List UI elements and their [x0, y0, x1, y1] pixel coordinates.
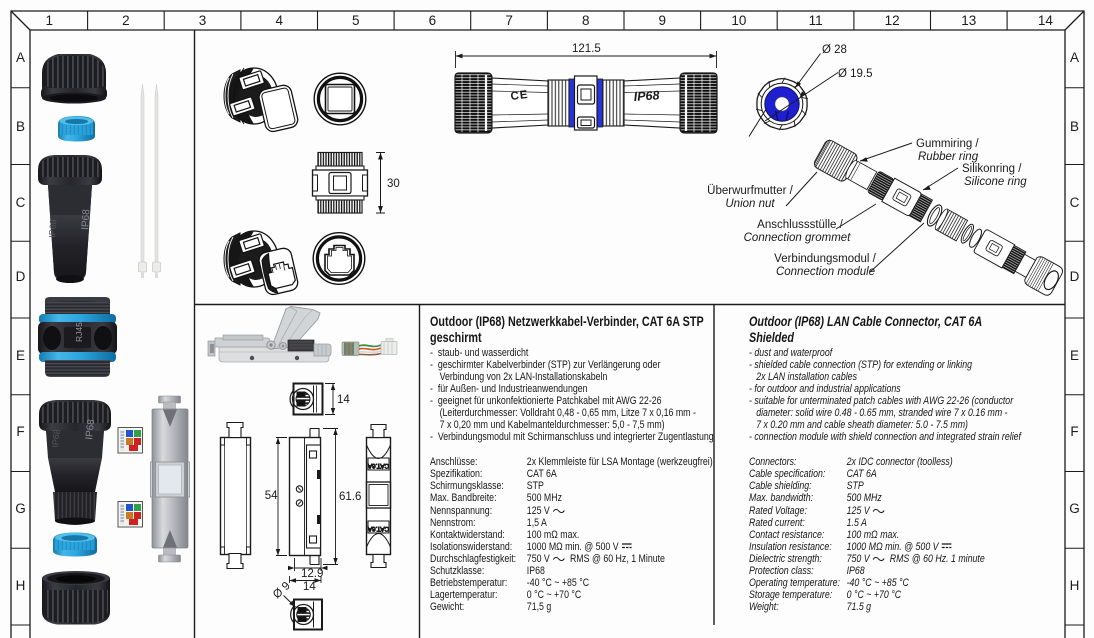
svg-text:Ø 28: Ø 28	[822, 44, 847, 56]
svg-text:CAT.6A: CAT.6A	[367, 525, 389, 532]
svg-text:CAT.6A: CAT.6A	[367, 462, 389, 469]
svg-text:8: 8	[582, 13, 590, 28]
svg-text:G: G	[1069, 501, 1080, 516]
svg-text:30: 30	[387, 178, 400, 190]
svg-text:Gummiring /: Gummiring /	[916, 138, 979, 150]
svg-text:IP68: IP68	[80, 208, 92, 230]
svg-text:F: F	[16, 424, 24, 439]
svg-text:E: E	[1070, 348, 1079, 363]
svg-text:2: 2	[122, 13, 130, 28]
svg-text:4: 4	[275, 13, 283, 28]
svg-text:Connection grommet: Connection grommet	[744, 232, 852, 244]
svg-text:Silicone ring: Silicone ring	[964, 176, 1027, 188]
svg-text:Union nut: Union nut	[725, 198, 775, 210]
svg-text:14: 14	[337, 394, 350, 406]
svg-text:A: A	[16, 50, 25, 65]
svg-text:14: 14	[303, 581, 316, 593]
svg-text:B: B	[16, 119, 25, 134]
svg-text:C: C	[1070, 195, 1080, 210]
svg-text:Überwurfmutter /: Überwurfmutter /	[707, 185, 793, 197]
svg-text:10: 10	[731, 13, 746, 28]
svg-text:7: 7	[505, 13, 513, 28]
svg-text:121.5: 121.5	[572, 43, 601, 55]
svg-text:3: 3	[199, 13, 207, 28]
svg-text:12: 12	[885, 13, 900, 28]
svg-text:H: H	[16, 578, 26, 593]
svg-text:Silikonring /: Silikonring /	[962, 163, 1022, 175]
svg-text:RJ45: RJ45	[74, 322, 84, 342]
svg-text:Anschlussstülle /: Anschlussstülle /	[757, 219, 843, 231]
svg-text:C: C	[16, 195, 26, 210]
svg-text:CE: CE	[510, 89, 529, 103]
svg-text:9: 9	[659, 13, 667, 28]
svg-text:A: A	[1070, 50, 1079, 65]
svg-text:IP68: IP68	[50, 429, 62, 448]
svg-text:1: 1	[46, 13, 54, 28]
svg-text:G: G	[15, 501, 26, 516]
svg-text:11: 11	[809, 13, 823, 28]
svg-text:13: 13	[961, 13, 976, 28]
svg-text:D: D	[1070, 269, 1080, 284]
svg-text:Rubber ring: Rubber ring	[918, 151, 979, 163]
svg-text:5: 5	[352, 13, 360, 28]
svg-text:Ø 19.5: Ø 19.5	[838, 68, 873, 80]
svg-text:D: D	[16, 269, 26, 284]
svg-text:54: 54	[265, 490, 278, 502]
svg-text:Connection module: Connection module	[776, 266, 875, 278]
svg-text:IP68: IP68	[84, 418, 97, 440]
svg-text:12.9: 12.9	[301, 568, 323, 580]
svg-text:F: F	[1070, 424, 1078, 439]
svg-text:14: 14	[1038, 13, 1054, 28]
svg-text:B: B	[1070, 119, 1079, 134]
svg-text:H: H	[1070, 578, 1080, 593]
svg-text:61.6: 61.6	[339, 491, 361, 503]
svg-text:6: 6	[429, 13, 437, 28]
svg-text:IP68: IP68	[47, 219, 58, 238]
svg-text:IP68: IP68	[633, 88, 660, 104]
svg-text:Verbindungsmodul /: Verbindungsmodul /	[774, 253, 876, 265]
svg-text:E: E	[16, 348, 25, 363]
svg-text:Ø 9: Ø 9	[271, 580, 293, 601]
